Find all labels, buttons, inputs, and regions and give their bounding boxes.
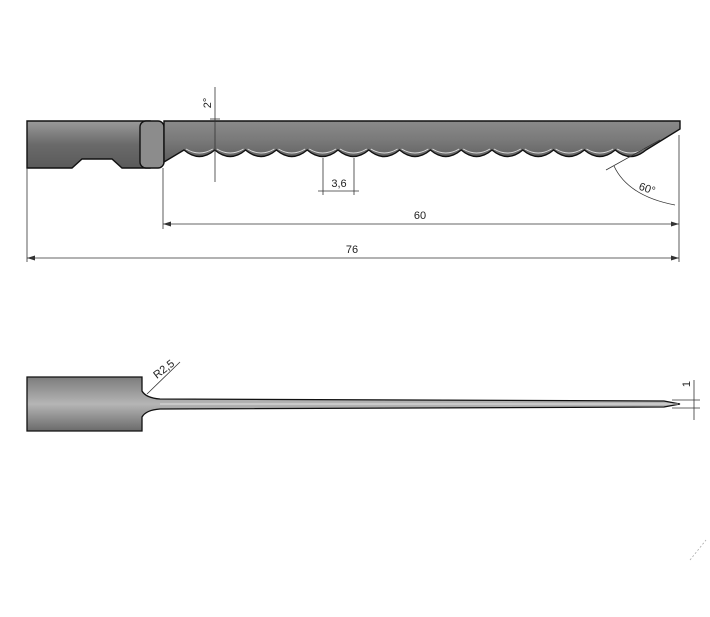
radius-label: R2,5 (151, 358, 177, 382)
blade-shank (26, 120, 151, 169)
blade-collar (139, 120, 165, 169)
top-view-dimensions: 2° 3,6 60 76 60° (26, 87, 680, 262)
corner-mark (689, 539, 707, 561)
angle-2-label: 2° (202, 98, 214, 109)
pitch-label: 3,6 (331, 178, 346, 190)
blade-side-view: R2,5 1 (26, 358, 700, 432)
tip-angle-label: 60° (637, 181, 657, 198)
serrated-blade-body (163, 120, 681, 164)
blade-top-view (26, 120, 681, 169)
overall-length-label: 76 (346, 244, 358, 256)
serrated-length-label: 60 (414, 210, 426, 222)
thickness-label: 1 (681, 381, 693, 387)
serration-bevels (185, 148, 645, 154)
